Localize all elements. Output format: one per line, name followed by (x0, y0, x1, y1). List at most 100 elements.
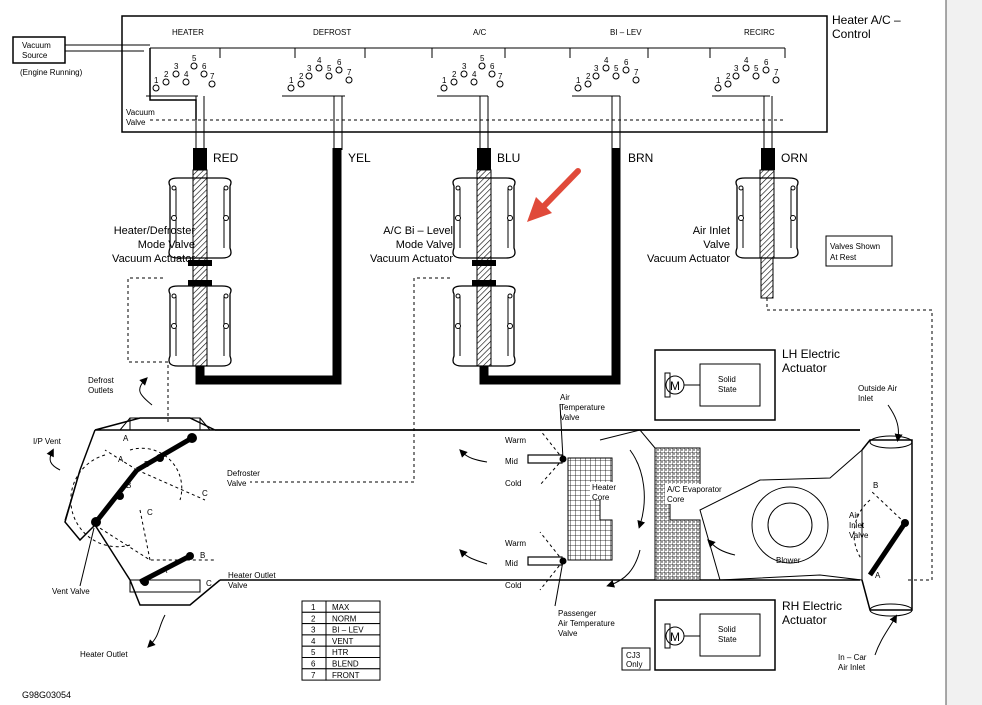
cj3-1: CJ3 (626, 651, 641, 660)
ac-actuator-2: Mode Valve (396, 239, 453, 251)
control-title-2: Control (832, 27, 871, 41)
svg-text:M: M (670, 379, 680, 393)
linkage-lines (127, 277, 933, 581)
port-number: 4 (604, 56, 609, 65)
heater-core-2: Core (592, 493, 610, 502)
svg-text:M: M (670, 630, 680, 644)
port-number: 2 (726, 72, 731, 81)
vacuum-port (297, 80, 305, 88)
hose-red: RED (213, 151, 239, 165)
vacuum-port (450, 78, 458, 86)
cj3-box (621, 647, 651, 671)
vacuum-port (632, 76, 640, 84)
vacuum-port (335, 66, 343, 74)
legend-label: NORM (332, 614, 357, 623)
mode-recirc: RECIRC (744, 28, 775, 37)
vacuum-source-1: Vacuum (22, 41, 51, 50)
port-number: 1 (442, 76, 447, 85)
air-temp-valve-2: Temperature (560, 403, 605, 412)
port-number: 4 (744, 56, 749, 65)
legend-number: 1 (311, 603, 316, 612)
port-number: 3 (307, 64, 312, 73)
vacuum-port (496, 80, 504, 88)
legend-number: 6 (311, 660, 316, 669)
vacuum-port (200, 70, 208, 78)
svg-text:B: B (144, 460, 149, 469)
rh-electric-actuator: M Solid State RH Electric Actuator (654, 599, 842, 671)
legend-number: 7 (311, 671, 316, 680)
heater-core-1: Heater (592, 483, 616, 492)
defroster-valve-1: Defroster (227, 469, 260, 478)
rh-actuator-title-1: RH Electric (782, 599, 842, 613)
vacuum-port (172, 70, 180, 78)
port-number: 7 (774, 68, 779, 77)
heater-outlet-valve-2: Valve (228, 581, 248, 590)
hose-blu: BLU (497, 151, 520, 165)
in-car-air-2: Air Inlet (838, 663, 866, 672)
port-number: 6 (337, 58, 342, 67)
hose-brn: BRN (628, 151, 653, 165)
ai-actuator-1: Air Inlet (693, 225, 730, 237)
vacuum-port (305, 72, 313, 80)
svg-text:A: A (123, 434, 129, 443)
vacuum-valve-2: Valve (126, 118, 146, 127)
legend-number: 2 (311, 614, 316, 623)
air-inlet-valve-3: Valve (849, 531, 869, 540)
air-inlet-valve-1: Air (849, 511, 859, 520)
legend-number: 5 (311, 648, 316, 657)
port-number: 4 (184, 70, 189, 79)
port-number: 7 (210, 72, 215, 81)
vacuum-source-2: Source (22, 51, 48, 60)
hd-actuator-3: Vacuum Actuator (112, 253, 195, 265)
outside-air-2: Inlet (858, 394, 874, 403)
in-car-air-1: In – Car (838, 653, 867, 662)
port-number: 7 (347, 68, 352, 77)
actuator-labels: Heater/Defroster Mode Valve Vacuum Actua… (112, 225, 893, 267)
ac-bilevel-actuator (452, 169, 516, 367)
vacuum-port (724, 80, 732, 88)
vacuum-port (622, 66, 630, 74)
port-number: 5 (480, 54, 485, 63)
svg-text:Warm: Warm (505, 436, 526, 445)
svg-text:C: C (206, 579, 212, 588)
vacuum-port (732, 72, 740, 80)
legend-number: 4 (311, 637, 316, 646)
svg-text:B: B (126, 481, 131, 490)
cj3-2: Only (626, 660, 642, 669)
air-temp-valve-3: Valve (560, 413, 580, 422)
port-number: 1 (576, 76, 581, 85)
vacuum-port (470, 78, 478, 86)
vacuum-port (315, 64, 323, 72)
vacuum-port (182, 78, 190, 86)
svg-text:State: State (718, 385, 737, 394)
legend-label: BI – LEV (332, 626, 364, 635)
port-number: 7 (634, 68, 639, 77)
mode-ac: A/C (473, 28, 487, 37)
vacuum-port (592, 72, 600, 80)
vacuum-port (742, 64, 750, 72)
vacuum-valve-1: Vacuum (126, 108, 155, 117)
port-number: 5 (614, 64, 619, 73)
hd-actuator-2: Mode Valve (138, 239, 195, 251)
port-number: 3 (462, 62, 467, 71)
svg-text:Cold: Cold (505, 479, 521, 488)
svg-text:Solid: Solid (718, 375, 736, 384)
port-number: 2 (452, 70, 457, 79)
port-number: 1 (716, 76, 721, 85)
port-number: 5 (754, 64, 759, 73)
hd-actuator-1: Heater/Defroster (114, 225, 196, 237)
port-number: 2 (586, 72, 591, 81)
mode-bilev: BI – LEV (610, 28, 642, 37)
port-number: 4 (472, 70, 477, 79)
engine-running: (Engine Running) (20, 68, 83, 77)
defrost-outlets-1: Defrost (88, 376, 115, 385)
port-number: 6 (764, 58, 769, 67)
vacuum-port (440, 84, 448, 92)
port-number: 3 (174, 62, 179, 71)
ac-actuator-3: Vacuum Actuator (370, 253, 453, 265)
page-edge (946, 0, 982, 705)
port-number: 2 (164, 70, 169, 79)
vacuum-port (190, 62, 198, 70)
svg-text:Cold: Cold (505, 581, 521, 590)
